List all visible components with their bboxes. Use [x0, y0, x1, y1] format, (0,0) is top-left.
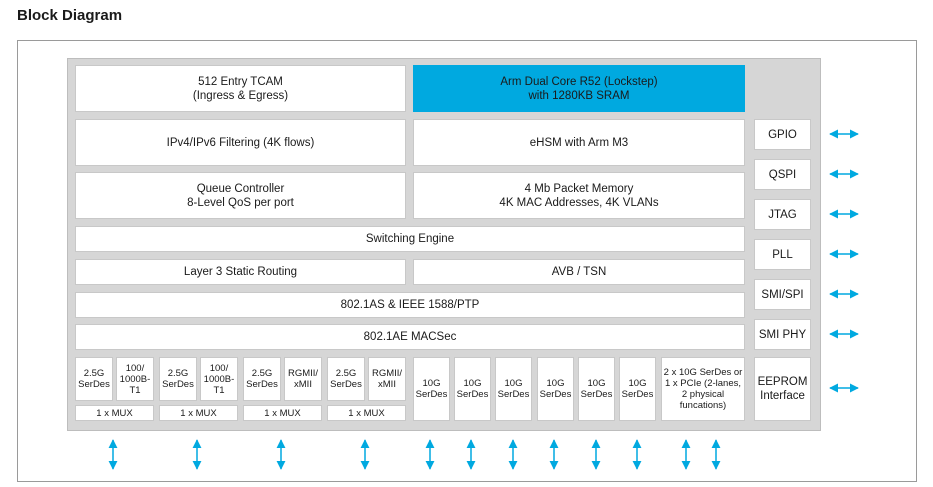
mux-block: 1 x MUX	[75, 405, 154, 421]
pll-block: PLL	[754, 239, 811, 270]
serdes-10g-block: 10G SerDes	[619, 357, 656, 421]
pcie-serdes-block: 2 x 10G SerDes or 1 x PCIe (2-lanes, 2 p…	[661, 357, 745, 421]
smi-spi-block: SMI/SPI	[754, 279, 811, 310]
serdes-10g-block: 10G SerDes	[454, 357, 491, 421]
queue-controller-block: Queue Controller 8-Level QoS per port	[75, 172, 406, 219]
serdes-10g-block: 10G SerDes	[578, 357, 615, 421]
ehsm-block: eHSM with Arm M3	[413, 119, 745, 166]
qspi-block: QSPI	[754, 159, 811, 190]
macsec-block: 802.1AE MACSec	[75, 324, 745, 350]
layer3-routing-block: Layer 3 Static Routing	[75, 259, 406, 285]
tcam-block: 512 Entry TCAM (Ingress & Egress)	[75, 65, 406, 112]
avb-tsn-block: AVB / TSN	[413, 259, 745, 285]
packet-memory-block: 4 Mb Packet Memory 4K MAC Addresses, 4K …	[413, 172, 745, 219]
switching-engine-block: Switching Engine	[75, 226, 745, 252]
rgmii-xmii-block: RGMII/ xMII	[368, 357, 406, 401]
serdes-2g5-block: 2.5G SerDes	[327, 357, 365, 401]
serdes-10g-block: 10G SerDes	[495, 357, 532, 421]
mux-block: 1 x MUX	[159, 405, 238, 421]
serdes-2g5-block: 2.5G SerDes	[243, 357, 281, 401]
serdes-10g-block: 10G SerDes	[537, 357, 574, 421]
mux-block: 1 x MUX	[327, 405, 406, 421]
phy-1000b-t1-block: 100/ 1000B- T1	[200, 357, 238, 401]
diagram-frame	[17, 40, 917, 482]
arm-r52-block: Arm Dual Core R52 (Lockstep) with 1280KB…	[413, 65, 745, 112]
jtag-block: JTAG	[754, 199, 811, 230]
gpio-block: GPIO	[754, 119, 811, 150]
serdes-2g5-block: 2.5G SerDes	[159, 357, 197, 401]
eeprom-block: EEPROM Interface	[754, 357, 811, 421]
rgmii-xmii-block: RGMII/ xMII	[284, 357, 322, 401]
serdes-2g5-block: 2.5G SerDes	[75, 357, 113, 401]
ptp-block: 802.1AS & IEEE 1588/PTP	[75, 292, 745, 318]
smi-phy-block: SMI PHY	[754, 319, 811, 350]
phy-1000b-t1-block: 100/ 1000B- T1	[116, 357, 154, 401]
mux-block: 1 x MUX	[243, 405, 322, 421]
diagram-title: Block Diagram	[17, 7, 123, 24]
serdes-10g-block: 10G SerDes	[413, 357, 450, 421]
ipv4-filtering-block: IPv4/IPv6 Filtering (4K flows)	[75, 119, 406, 166]
